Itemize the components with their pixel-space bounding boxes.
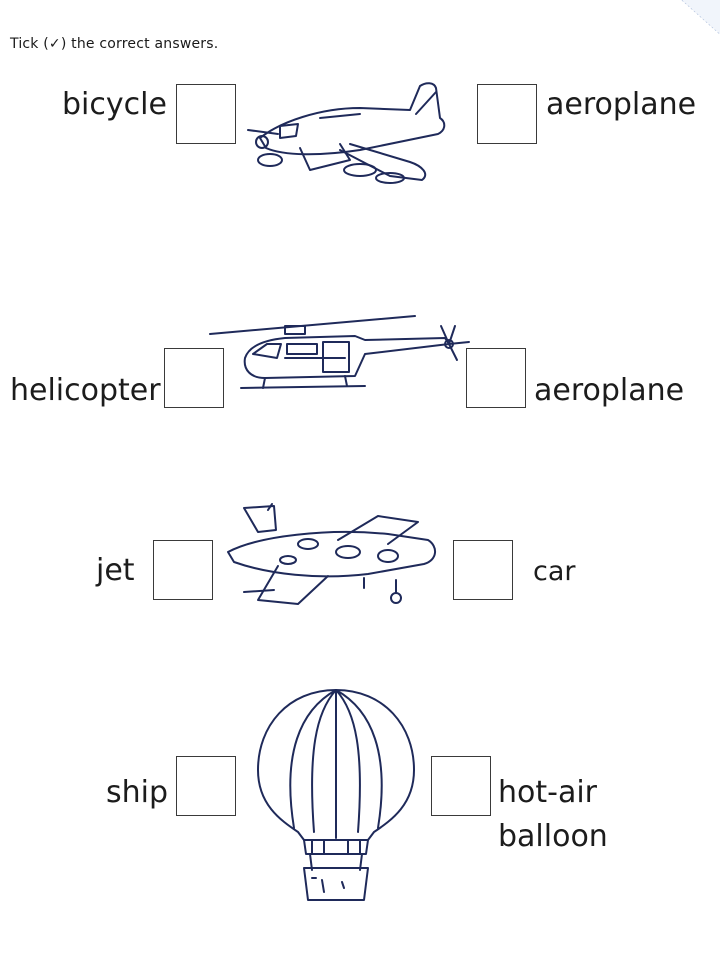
row3-right-word: car <box>533 556 576 587</box>
page-corner-fold <box>681 0 720 35</box>
instruction-text: Tick (✓) the correct answers. <box>10 36 219 52</box>
row1-right-checkbox[interactable] <box>477 84 537 144</box>
row3-right-checkbox[interactable] <box>453 540 513 600</box>
row1-right-word: aeroplane <box>546 87 697 122</box>
row3-left-checkbox[interactable] <box>153 540 213 600</box>
row4-right-word-line1: hot-air <box>498 775 598 810</box>
row4-left-word: ship <box>106 775 169 810</box>
row4-right-checkbox[interactable] <box>431 756 491 816</box>
aeroplane-drawing <box>240 78 470 188</box>
jet-drawing <box>218 500 448 612</box>
row3-left-word: jet <box>96 553 135 588</box>
row2-left-checkbox[interactable] <box>164 348 224 408</box>
row1-left-checkbox[interactable] <box>176 84 236 144</box>
row2-right-word: aeroplane <box>534 373 685 408</box>
hot-air-balloon-drawing <box>252 682 420 904</box>
helicopter-drawing <box>205 296 480 396</box>
row1-left-word: bicycle <box>62 87 167 122</box>
row2-right-checkbox[interactable] <box>466 348 526 408</box>
row4-left-checkbox[interactable] <box>176 756 236 816</box>
row4-right-word-line2: balloon <box>498 819 608 854</box>
row2-left-word: helicopter <box>10 373 161 408</box>
